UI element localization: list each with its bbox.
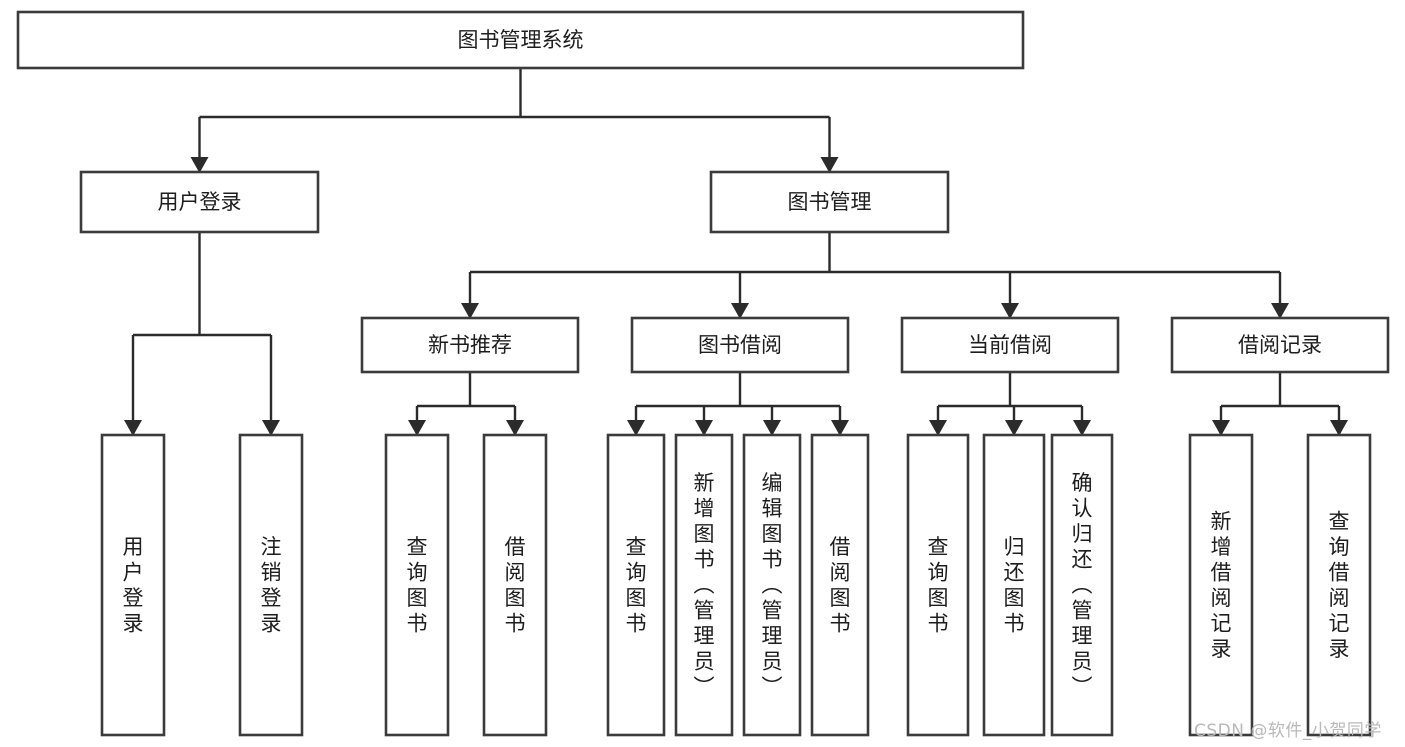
arrow-head-icon — [1330, 420, 1348, 436]
node-label: 新增借阅记录 — [1211, 509, 1232, 661]
node-box — [606, 433, 666, 737]
edge-borrow-record-to-leaves — [1212, 372, 1348, 436]
arrow-head-icon — [1001, 303, 1019, 319]
node-level3-current-borrow[interactable]: 当前借阅 — [900, 316, 1120, 374]
node-label: 归还图书 — [1004, 535, 1025, 636]
node-label: 新书推荐 — [428, 333, 512, 357]
node-leaf-leaf-add-book[interactable]: 新增图书︵管理员︶ — [674, 433, 734, 737]
node-leaf-leaf-borrow-book-1[interactable]: 借阅图书 — [482, 433, 548, 737]
node-leaf-leaf-borrow-book-2[interactable]: 借阅图书 — [810, 433, 870, 737]
node-box — [900, 316, 1120, 374]
connectors-layer — [124, 68, 1348, 436]
arrow-head-icon — [1005, 420, 1023, 436]
node-label: 图书管理系统 — [458, 28, 584, 52]
edge-new-book-recommend-to-leaves — [408, 372, 524, 436]
edge-root-to-level2 — [190, 68, 839, 173]
node-level3-new-book-recommend[interactable]: 新书推荐 — [360, 316, 580, 374]
node-label: 图书管理 — [788, 190, 872, 214]
arrow-head-icon — [408, 420, 426, 436]
node-level2-book-manage[interactable]: 图书管理 — [709, 170, 950, 234]
node-box — [1188, 433, 1254, 737]
node-label: 用户登录 — [123, 535, 144, 636]
node-label: 查询图书 — [928, 535, 949, 636]
node-leaf-leaf-return-book[interactable]: 归还图书 — [982, 433, 1046, 737]
node-box — [630, 316, 850, 374]
node-leaf-leaf-query-borrow-record[interactable]: 查询借阅记录 — [1306, 433, 1372, 737]
node-leaf-leaf-query-book-1[interactable]: 查询图书 — [384, 433, 450, 737]
arrow-head-icon — [1271, 303, 1289, 319]
node-level2-user-login[interactable]: 用户登录 — [79, 170, 320, 234]
node-label: 查询借阅记录 — [1329, 509, 1350, 661]
node-leaf-leaf-confirm-return[interactable]: 确认归还︵管理员︶ — [1050, 433, 1114, 737]
arrow-head-icon — [1212, 420, 1230, 436]
node-box — [742, 433, 802, 737]
edge-book-borrow-to-leaves — [627, 372, 849, 436]
node-leaf-leaf-user-login[interactable]: 用户登录 — [100, 433, 166, 737]
node-label: 图书借阅 — [698, 333, 782, 357]
node-leaf-leaf-user-logout[interactable]: 注销登录 — [238, 433, 304, 737]
node-box — [906, 433, 970, 737]
arrow-head-icon — [929, 420, 947, 436]
node-box — [79, 170, 320, 234]
node-label: 查询图书 — [626, 535, 647, 636]
node-label: 借阅记录 — [1238, 333, 1322, 357]
arrow-head-icon — [461, 303, 479, 319]
node-label: 借阅图书 — [830, 535, 851, 636]
node-box — [100, 433, 166, 737]
node-label: 查询图书 — [407, 535, 428, 636]
node-label: 编辑图书︵管理员︶ — [762, 471, 783, 699]
node-box — [1306, 433, 1372, 737]
node-box — [238, 433, 304, 737]
nodes-layer: 图书管理系统用户登录图书管理新书推荐图书借阅当前借阅借阅记录用户登录注销登录查询… — [16, 10, 1390, 737]
node-box — [482, 433, 548, 737]
node-box — [674, 433, 734, 737]
arrow-head-icon — [731, 303, 749, 319]
node-label: 借阅图书 — [505, 535, 526, 636]
node-box — [1170, 316, 1390, 374]
node-label: 确认归还︵管理员︶ — [1072, 471, 1093, 699]
node-level3-borrow-record[interactable]: 借阅记录 — [1170, 316, 1390, 374]
arrow-head-icon — [1073, 420, 1091, 436]
node-root[interactable]: 图书管理系统 — [16, 10, 1025, 70]
arrow-head-icon — [820, 157, 839, 173]
arrow-head-icon — [695, 420, 713, 436]
node-leaf-leaf-query-book-3[interactable]: 查询图书 — [906, 433, 970, 737]
node-level3-book-borrow[interactable]: 图书借阅 — [630, 316, 850, 374]
node-box — [384, 433, 450, 737]
node-label: 用户登录 — [158, 190, 242, 214]
arrow-head-icon — [506, 420, 524, 436]
arrow-head-icon — [831, 420, 849, 436]
edge-current-borrow-to-leaves — [929, 372, 1091, 436]
node-box — [709, 170, 950, 234]
arrow-head-icon — [763, 420, 781, 436]
arrow-head-icon — [190, 157, 209, 173]
node-label: 新增图书︵管理员︶ — [694, 471, 715, 699]
arrow-head-icon — [124, 420, 142, 436]
node-box — [810, 433, 870, 737]
node-leaf-leaf-query-book-2[interactable]: 查询图书 — [606, 433, 666, 737]
node-box — [1050, 433, 1114, 737]
arrow-head-icon — [262, 420, 280, 436]
node-box — [16, 10, 1025, 70]
node-box — [982, 433, 1046, 737]
edge-book-manage-to-level3 — [461, 232, 1289, 319]
node-label: 注销登录 — [261, 535, 282, 636]
node-leaf-leaf-edit-book[interactable]: 编辑图书︵管理员︶ — [742, 433, 802, 737]
arrow-head-icon — [627, 420, 645, 436]
node-label: 当前借阅 — [968, 333, 1052, 357]
node-leaf-leaf-add-borrow-record[interactable]: 新增借阅记录 — [1188, 433, 1254, 737]
edge-user-login-to-leaves — [124, 232, 280, 436]
csdn-watermark: CSDN @软件_小贺同学 — [1194, 721, 1382, 741]
node-box — [360, 316, 580, 374]
